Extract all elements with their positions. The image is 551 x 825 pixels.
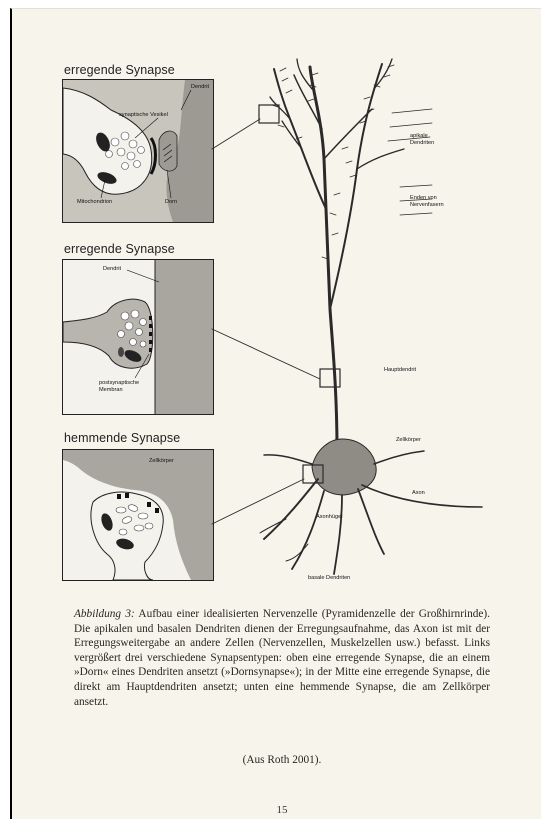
label-zellkoerper: Zellkörper — [396, 437, 421, 444]
page-number: 15 — [262, 804, 302, 816]
label-apikale: apikale — [410, 133, 428, 140]
book-page: erregende Synapse — [10, 8, 541, 819]
label-axon: Axon — [412, 490, 425, 497]
label-nervenfasern: Nervenfasern — [410, 202, 444, 209]
caption-label: Abbildung 3: — [74, 608, 135, 620]
label-basale-dendriten: basale Dendriten — [308, 575, 350, 582]
label-hauptdendrit: Hauptdendrit — [384, 367, 416, 374]
caption-source: (Aus Roth 2001). — [74, 754, 490, 766]
neuron-drawing — [12, 9, 543, 609]
caption-text: Aufbau einer idealisierten Nervenzelle (… — [74, 608, 490, 708]
label-enden-von: Enden von — [410, 195, 437, 202]
label-dendriten: Dendriten — [410, 140, 434, 147]
label-axonhuegel: Axonhügel — [316, 514, 342, 521]
figure-caption: Abbildung 3: Aufbau einer idealisierten … — [74, 607, 490, 709]
